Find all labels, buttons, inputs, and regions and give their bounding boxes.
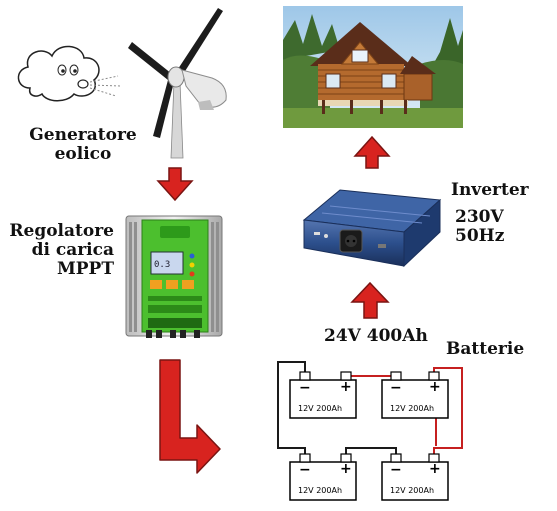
battery-1 <box>289 371 357 419</box>
battery-3-positive-sign: + <box>340 461 352 477</box>
wind-generator-label: Generatore eolico <box>18 125 148 165</box>
batteries-title: Batterie <box>446 339 525 359</box>
battery-3 <box>289 453 357 501</box>
battery-3-label: 12V 200Ah <box>298 486 343 495</box>
charge-regulator-label: Regolatore di carica MPPT <box>4 221 114 280</box>
battery-bank-spec: 24V 400Ah <box>324 326 428 346</box>
charge-regulator-label-line3: MPPT <box>56 259 114 280</box>
battery-4-negative-sign: − <box>390 462 402 478</box>
battery-1-label: 12V 200Ah <box>298 404 343 413</box>
inverter-spec-voltage: 230V <box>455 207 504 227</box>
battery-4 <box>381 453 449 501</box>
inverter-spec: 230V 50Hz <box>455 207 505 247</box>
battery-4-positive-sign: + <box>429 461 441 477</box>
battery-1-positive-sign: + <box>340 379 352 395</box>
arrow-batteries-to-inverter <box>350 281 390 319</box>
inverter-icon <box>302 189 442 268</box>
wind-generator-label-line2: eolico <box>54 144 112 165</box>
charge-regulator-label-line2: di carica <box>31 240 114 261</box>
inverter-spec-frequency: 50Hz <box>455 226 505 247</box>
mppt-regulator-icon: 0.3 <box>125 215 223 338</box>
arrow-inverter-to-house <box>353 135 391 169</box>
battery-2-negative-sign: − <box>390 380 402 396</box>
battery-3-negative-sign: − <box>299 462 311 478</box>
arrow-regulator-to-batteries <box>159 359 221 474</box>
wind-turbine-icon <box>128 8 227 159</box>
battery-2 <box>381 371 449 419</box>
wind-generator-label-line1: Generatore <box>29 125 137 145</box>
inverter-title: Inverter <box>451 180 529 200</box>
arrow-turbine-to-regulator <box>156 167 194 202</box>
svg-text:0.3: 0.3 <box>154 260 170 270</box>
battery-2-positive-sign: + <box>429 379 441 395</box>
battery-4-label: 12V 200Ah <box>390 486 435 495</box>
charge-regulator-label-line1: Regolatore <box>9 221 114 241</box>
log-house-icon <box>283 6 463 128</box>
battery-2-label: 12V 200Ah <box>390 404 435 413</box>
wind-cloud-icon <box>17 45 121 102</box>
battery-1-negative-sign: − <box>299 380 311 396</box>
